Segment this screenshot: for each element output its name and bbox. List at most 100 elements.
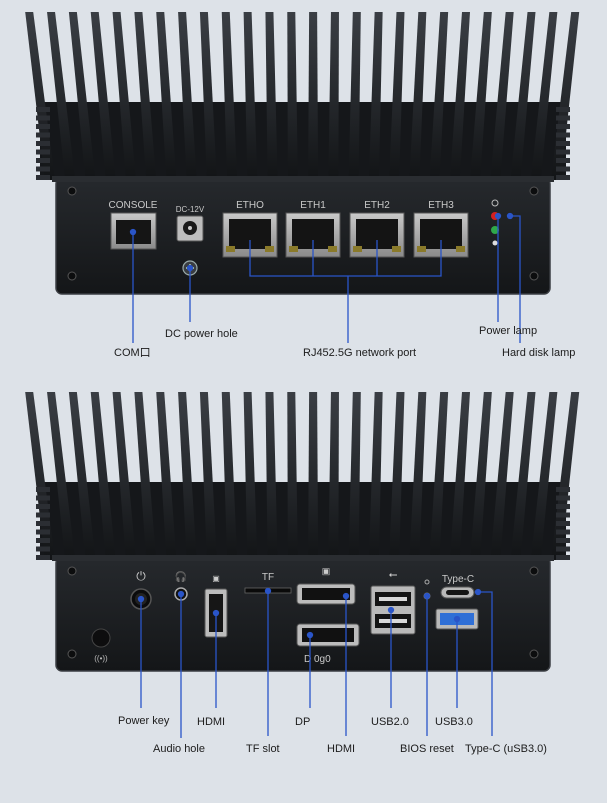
heatsink-fin xyxy=(368,12,383,180)
heatsink-fin xyxy=(112,12,136,180)
side-fin xyxy=(556,546,570,552)
side-fin xyxy=(556,124,570,129)
heatsink-fin xyxy=(243,12,258,180)
power-symbol-icon: ⏻ xyxy=(136,569,146,583)
side-fin xyxy=(36,538,50,543)
tf-slot-callout: TF slot xyxy=(246,743,280,755)
dp-callout: DP xyxy=(295,716,310,728)
screws xyxy=(67,186,539,281)
heatsink-fin xyxy=(551,392,580,560)
side-fin xyxy=(556,132,570,138)
heatsink-fin xyxy=(47,392,76,560)
heatsink-fin xyxy=(243,392,258,560)
eth3-label: ETH3 xyxy=(428,200,454,211)
heatsink-fin xyxy=(490,392,514,560)
side-fin xyxy=(556,504,570,509)
heatsink-fin xyxy=(328,392,339,560)
dc-power-jack xyxy=(176,215,204,242)
heatsink-fin xyxy=(199,392,217,560)
dc-power-hole-callout: DC power hole xyxy=(165,328,238,340)
heatsink-fin xyxy=(156,12,177,180)
type-c-label: Type-C xyxy=(442,574,474,585)
usb-icon: ⭠ xyxy=(389,569,398,581)
hard-disk-lamp-callout: Hard disk lamp xyxy=(502,347,575,359)
power-lamp-callout: Power lamp xyxy=(479,325,537,337)
heatsink-fin xyxy=(178,392,197,560)
side-fin xyxy=(556,175,570,180)
heatsink-fin xyxy=(112,392,136,560)
hdmi-right-callout: HDMI xyxy=(327,743,355,755)
tf-label: TF xyxy=(262,572,274,583)
eth0-label: ETHO xyxy=(236,200,264,211)
heatsink-fin xyxy=(449,12,470,180)
heatsink-fin xyxy=(470,392,492,560)
heatsink-fin xyxy=(409,392,427,560)
heatsink-fin xyxy=(429,392,449,560)
display-port-stack: ▣ xyxy=(296,566,360,647)
type-c-callout: Type-C (uSB3.0) xyxy=(465,743,547,755)
side-fin xyxy=(36,529,50,535)
heatsink-fin xyxy=(265,12,278,180)
heatsink-fin xyxy=(490,12,514,180)
side-fin xyxy=(36,158,50,163)
audio-jack: 🎧 xyxy=(174,570,188,601)
heatsink-fin xyxy=(221,12,238,180)
side-fin xyxy=(36,166,50,172)
side-fin xyxy=(556,538,570,543)
heatsink-fin xyxy=(25,392,55,560)
heatsink-fin xyxy=(470,12,492,180)
side-fin xyxy=(36,495,50,501)
bottom-heatsink xyxy=(25,392,580,560)
side-fin xyxy=(556,107,570,112)
side-fin xyxy=(36,175,50,180)
sun-icon xyxy=(492,240,498,246)
usb2-callout: USB2.0 xyxy=(371,716,409,728)
screws xyxy=(67,566,539,659)
bios-reset-callout: BIOS reset xyxy=(400,743,454,755)
heatsink-fin xyxy=(156,392,177,560)
heatsink-fin xyxy=(308,392,319,560)
heatsink-fin xyxy=(25,12,55,180)
display-icon: ▣ xyxy=(322,566,331,576)
heatsink-fin xyxy=(348,392,361,560)
heatsink-fin xyxy=(530,12,558,180)
heatsink-fin xyxy=(449,392,470,560)
side-fin xyxy=(556,555,570,560)
heatsink-fin xyxy=(530,392,558,560)
disk-led xyxy=(491,226,499,234)
headphone-icon: 🎧 xyxy=(175,570,187,583)
heatsink-fin xyxy=(510,12,536,180)
side-fin xyxy=(556,512,570,518)
side-fin xyxy=(36,546,50,552)
heatsink-fin xyxy=(551,12,580,180)
hdmi-left-callout: HDMI xyxy=(197,716,225,728)
eth2-label: ETH2 xyxy=(364,200,390,211)
heatsink-fin xyxy=(368,392,383,560)
bottom-callout-lines xyxy=(137,587,493,738)
dp-panel-label: D 0g0 xyxy=(304,654,331,665)
side-fin xyxy=(36,124,50,129)
heatsink-fin xyxy=(90,392,116,560)
bottom-unit: ⏻ ((•)) 🎧 ▣ TF ▣ D 0g xyxy=(25,392,580,755)
heatsink-fin xyxy=(199,12,217,180)
heatsink-fin xyxy=(287,12,298,180)
side-fin xyxy=(556,141,570,146)
side-fin xyxy=(556,521,570,526)
heatsink-fin xyxy=(510,392,536,560)
antenna-hole: ((•)) xyxy=(91,628,111,663)
com-port-callout: COM口 xyxy=(114,347,151,359)
top-unit: CONSOLE DC-12V ETHO ETH1 ETH2 ETH3 xyxy=(25,12,580,359)
ethernet-port xyxy=(349,212,405,258)
side-fin xyxy=(36,512,50,518)
ethernet-ports xyxy=(222,212,469,258)
side-fin xyxy=(556,115,570,121)
audio-hole-callout: Audio hole xyxy=(153,743,205,755)
side-fin xyxy=(36,115,50,121)
heatsink-fin xyxy=(134,392,157,560)
side-fin xyxy=(36,555,50,560)
heatsink-fin xyxy=(429,12,449,180)
top-heatsink xyxy=(25,12,580,180)
side-fin xyxy=(36,521,50,526)
heatsink-fin xyxy=(178,12,197,180)
heatsink-fin xyxy=(265,392,278,560)
